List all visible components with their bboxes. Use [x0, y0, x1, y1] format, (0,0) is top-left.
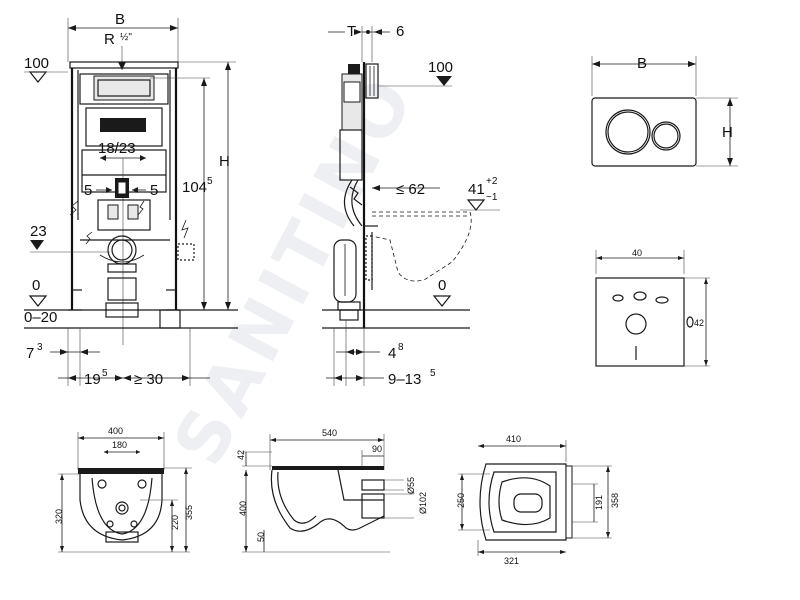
- max-depth: ≤ 62: [396, 181, 425, 198]
- outlet-offset: 90: [372, 444, 382, 454]
- thread-label: R: [104, 31, 115, 48]
- depth-value: 19: [84, 371, 101, 388]
- plate-label: 18/23: [98, 140, 136, 157]
- outlet-height: 41: [468, 181, 485, 198]
- front-top-level: 100: [24, 55, 49, 72]
- pipe-large: Ø102: [418, 492, 428, 514]
- frame-front-view: B R ½" 18/23 5 5: [24, 11, 238, 388]
- top-view-width-full: 358: [610, 493, 620, 508]
- plate-height-label: H: [722, 124, 733, 141]
- top-view-length: 410: [506, 434, 521, 444]
- side-top-level: 100: [428, 59, 453, 76]
- small-plate-width: 40: [632, 248, 642, 258]
- bowl-inner-width: 180: [112, 440, 127, 450]
- top-gap: 42: [236, 450, 246, 460]
- outlet-tol-plus: +2: [486, 176, 498, 187]
- left-offset: 5: [84, 182, 92, 199]
- front-height-label: H: [219, 153, 230, 170]
- height-sup: 5: [207, 176, 213, 187]
- bowl-bottom: 50: [256, 532, 266, 542]
- thickness-label: T: [347, 23, 356, 40]
- thread-size: ½": [120, 32, 132, 43]
- outlet-tol-minus: −1: [486, 192, 498, 203]
- pipe-small: Ø55: [406, 477, 416, 494]
- min-distance: ≥ 30: [134, 371, 163, 388]
- side-foot-sup: 8: [398, 342, 404, 353]
- side-foot: 4: [388, 345, 396, 362]
- pipe-level: 23: [30, 223, 47, 240]
- gap-label: 6: [396, 23, 404, 40]
- floor-range: 0–20: [24, 309, 57, 326]
- frame-side-view: T 6 100: [322, 23, 500, 388]
- bowl-front-view: 400 180 320 355 220: [54, 426, 194, 553]
- bowl-height-mid: 320: [54, 509, 64, 524]
- left-foot: 7: [26, 345, 34, 362]
- front-floor-level: 0: [32, 277, 40, 294]
- right-offset: 5: [150, 182, 158, 199]
- top-view-width: 250: [456, 493, 466, 508]
- bowl-top-view: 410 358 191 250 321: [456, 434, 620, 566]
- side-range-sup: 5: [430, 368, 436, 379]
- height-value: 104: [182, 179, 207, 196]
- bowl-side-view: 540 90 Ø55 Ø102 42 400 50: [236, 428, 428, 553]
- top-view-inner: 191: [594, 495, 604, 510]
- bowl-length: 540: [322, 428, 337, 438]
- plate-width-label: B: [637, 55, 647, 72]
- left-foot-sup: 3: [37, 342, 43, 353]
- side-floor-level: 0: [438, 277, 446, 294]
- bowl-height-low: 220: [170, 515, 180, 530]
- bowl-side-height: 400: [238, 501, 248, 516]
- side-range: 9–13: [388, 371, 421, 388]
- top-view-seat: 321: [504, 556, 519, 566]
- flush-plate-large: B H: [591, 55, 738, 167]
- front-width-label: B: [115, 11, 125, 28]
- flush-plate-small: 40 42: [595, 248, 710, 367]
- bowl-top-width: 400: [108, 426, 123, 436]
- small-plate-height: 42: [694, 318, 704, 328]
- depth-sup: 5: [102, 368, 108, 379]
- watermark: SANITINO: [158, 61, 432, 478]
- bowl-height-total: 355: [184, 505, 194, 520]
